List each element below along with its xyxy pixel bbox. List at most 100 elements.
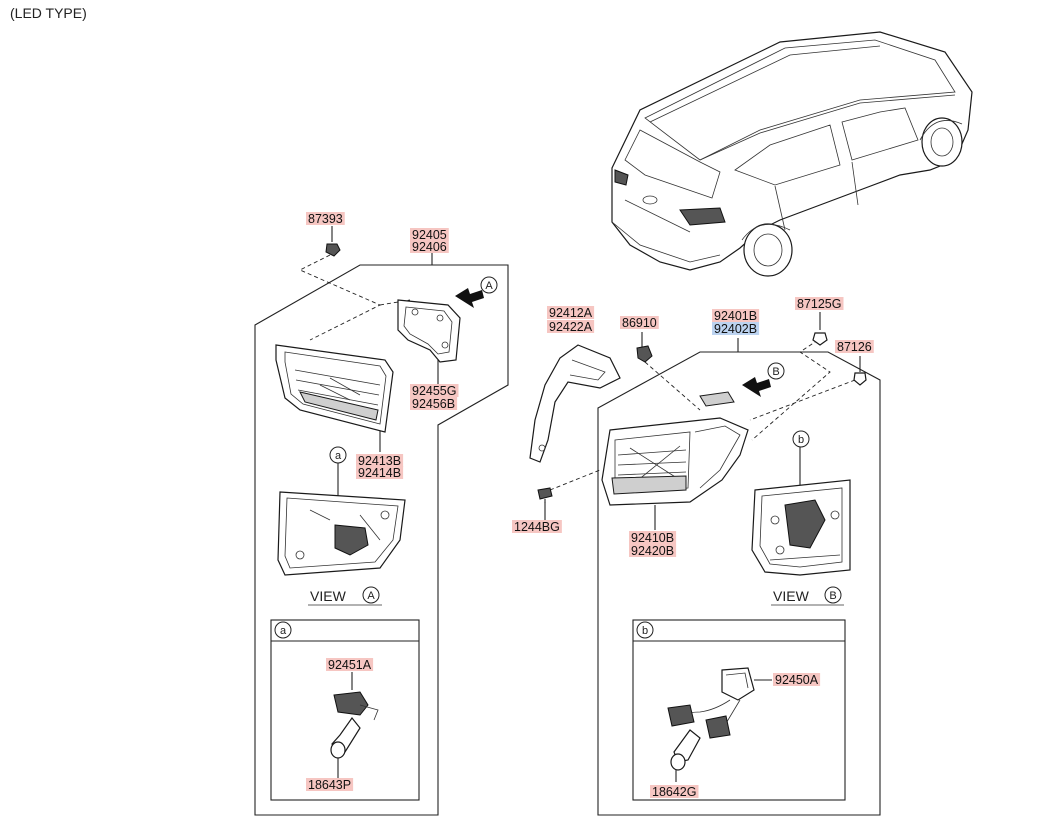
- part-label-text: 92422A: [549, 320, 593, 334]
- part-label-bg: [795, 297, 844, 310]
- part-label-92412A[interactable]: 92412A: [547, 306, 595, 320]
- view-a-arrow: [455, 288, 484, 308]
- part-label-text: 1244BG: [514, 520, 560, 534]
- part-label-text: 92410B: [631, 531, 674, 545]
- part-label-text: 87393: [308, 212, 343, 226]
- part-label-bg: [410, 240, 449, 253]
- part-label-92420B[interactable]: 92420B: [629, 544, 677, 558]
- part-label-text: 87125G: [797, 297, 841, 311]
- part-label-bg: [356, 454, 404, 467]
- part-label-bg: [410, 228, 449, 241]
- part-label-92410B[interactable]: 92410B: [629, 531, 677, 545]
- part-label-bg: [547, 306, 595, 319]
- vehicle-illustration: [611, 31, 973, 277]
- callout-A-text: A: [485, 280, 493, 292]
- part-label-87125G[interactable]: 87125G: [795, 297, 844, 311]
- view-b-circle-text: B: [829, 590, 836, 602]
- part-label-bg: [326, 658, 374, 671]
- callout-b-text: b: [798, 434, 804, 446]
- view-a-lamp-back: [277, 491, 406, 576]
- clip-86910: [636, 345, 653, 363]
- part-label-92401B[interactable]: 92401B: [712, 309, 760, 323]
- part-label-text: 92451A: [328, 658, 372, 672]
- part-label-text: 92413B: [358, 454, 401, 468]
- callout-a-circle: [329, 446, 347, 464]
- part-label-87393[interactable]: 87393: [306, 212, 345, 226]
- screw-1244BG: [537, 487, 553, 503]
- part-label-bg: [356, 466, 404, 479]
- part-label-92455G[interactable]: 92455G: [410, 384, 459, 398]
- part-label-bg: [547, 320, 595, 333]
- callout-b-circle: [792, 430, 810, 448]
- part-label-bg: [410, 384, 459, 397]
- part-label-87126[interactable]: 87126: [835, 340, 874, 354]
- part-label-text: 18642G: [652, 785, 696, 799]
- part-label-bg: [650, 785, 699, 798]
- part-label-bg: [629, 544, 677, 557]
- part-label-text: 86910: [622, 316, 657, 330]
- part-label-text: 92456B: [412, 397, 455, 411]
- nut-87125G: [812, 332, 828, 346]
- right-assembly: B b VIEW B: [529, 312, 881, 816]
- nut-87126: [853, 372, 867, 386]
- clip-87393: [325, 243, 341, 257]
- bracket: [699, 391, 735, 407]
- detail-b-callout-text: b: [642, 625, 648, 637]
- part-label-bg: [629, 531, 677, 544]
- part-label-text: 92405: [412, 228, 447, 242]
- part-label-bg: [306, 212, 345, 225]
- part-label-92450A[interactable]: 92450A: [773, 673, 821, 687]
- part-label-text: 92402B: [714, 322, 757, 336]
- page-title: (LED TYPE): [10, 5, 87, 21]
- part-label-text: 92406: [412, 240, 447, 254]
- view-b-lamp-back: [751, 479, 851, 576]
- view-a-circle-text: A: [367, 590, 375, 602]
- part-label-bg: [712, 322, 760, 335]
- detail-box-a: a: [270, 619, 420, 801]
- part-label-86910[interactable]: 86910: [620, 316, 659, 330]
- part-label-18643P[interactable]: 18643P: [306, 778, 354, 792]
- part-label-92456B[interactable]: 92456B: [410, 397, 458, 411]
- callout-B-circle: [767, 362, 785, 380]
- part-label-92406[interactable]: 92406: [410, 240, 449, 254]
- callout-a-text: a: [335, 450, 342, 462]
- part-label-92451A[interactable]: 92451A: [326, 658, 374, 672]
- part-label-text: 18643P: [308, 778, 351, 792]
- part-label-text: 92450A: [775, 673, 819, 687]
- part-label-bg: [512, 520, 562, 533]
- garnish-92412A: [529, 344, 621, 463]
- part-label-92422A[interactable]: 92422A: [547, 320, 595, 334]
- view-b-arrow: [742, 377, 771, 397]
- part-label-bg: [773, 673, 821, 686]
- outer-lamp-92410B: [601, 417, 749, 506]
- left-assembly: A a VIEW A: [254, 226, 509, 816]
- part-label-text: 92420B: [631, 544, 674, 558]
- detail-a-callout-text: a: [280, 625, 287, 637]
- part-label-bg: [835, 340, 874, 353]
- part-label-bg: [410, 397, 458, 410]
- view-b-circle: [824, 586, 842, 604]
- gasket-92455G: [397, 299, 461, 363]
- part-label-text: 92414B: [358, 466, 401, 480]
- view-a-circle: [362, 586, 380, 604]
- part-label-bg: [712, 309, 760, 322]
- part-label-bg: [620, 316, 659, 329]
- inner-lamp-92413B: [275, 344, 394, 433]
- part-label-92405[interactable]: 92405: [410, 228, 449, 242]
- part-label-text: 92455G: [412, 384, 456, 398]
- part-label-92414B[interactable]: 92414B: [356, 466, 404, 480]
- part-label-text: 92412A: [549, 306, 593, 320]
- view-a-label: VIEW: [310, 588, 347, 604]
- part-label-1244BG[interactable]: 1244BG: [512, 520, 562, 534]
- part-label-text: 92401B: [714, 309, 757, 323]
- part-label-18642G[interactable]: 18642G: [650, 785, 699, 799]
- part-label-92402B[interactable]: 92402B: [712, 322, 760, 336]
- part-label-text: 87126: [837, 340, 872, 354]
- part-label-bg: [306, 778, 354, 791]
- part-label-92413B[interactable]: 92413B: [356, 454, 404, 468]
- callout-A-circle: [480, 276, 498, 294]
- view-b-label: VIEW: [773, 588, 810, 604]
- callout-B-text: B: [772, 366, 779, 378]
